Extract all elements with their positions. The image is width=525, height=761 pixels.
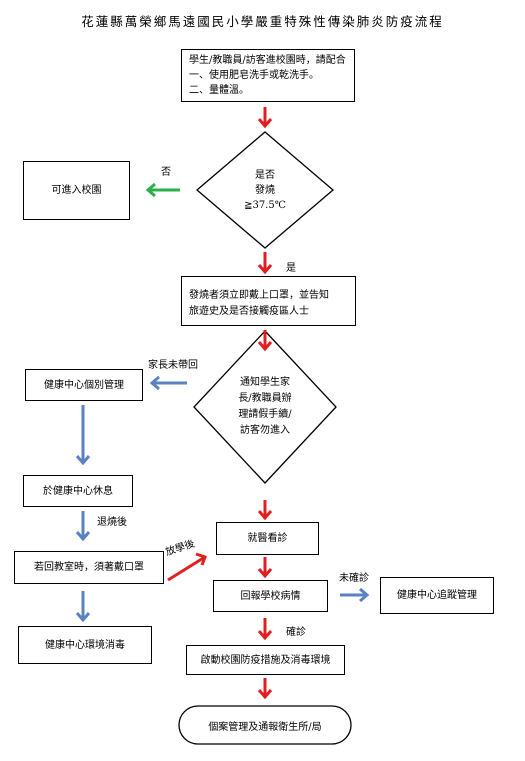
notify-line-2: 長/教職員辦 [238, 393, 292, 404]
entry-line-1: 學生/教職員/訪客進校園時，請配合 [189, 55, 346, 66]
mask-report-line-2: 旅遊史及是否接觸疫區人士 [189, 306, 309, 317]
entry-line-3: 二、量體溫。 [189, 85, 249, 96]
report-label: 回報學校病情 [240, 590, 301, 602]
notify-line-3: 理請假手續/ [238, 409, 292, 420]
blue-arrow-notify-to-manage [149, 375, 187, 391]
edge-label-parent-not-taken: 家長未帶回 [148, 360, 198, 371]
edge-label-not-confirmed: 未確診 [339, 573, 369, 584]
doctor-label: 就醫看診 [247, 533, 288, 544]
final-label: 個案管理及通報衛生所/局 [208, 721, 322, 733]
track-label: 健康中心追蹤管理 [397, 590, 477, 601]
fever-check-line-1: 是否 [255, 170, 275, 181]
page-title: 花蓮縣萬榮鄉馬遠國民小學嚴重特殊性傳染肺炎防疫流程 [81, 14, 444, 29]
red-arrow-mask-to-notify [257, 330, 273, 352]
report-box: 回報學校病情 [213, 580, 328, 612]
mask-class-label: 若回教室時，須著戴口罩 [34, 562, 144, 573]
health-manage-label: 健康中心個別管理 [44, 379, 124, 391]
blue-arrow-report-to-track [340, 587, 370, 603]
mask-report-line-1: 發燒者須立即戴上口罩，並告知 [189, 290, 329, 301]
edge-label-no: 否 [161, 167, 171, 178]
blue-arrow-mask-class-to-disinfect [75, 591, 91, 623]
blue-arrow-manage-to-rest [75, 405, 91, 466]
notify-line-4: 訪客勿進入 [240, 425, 290, 436]
red-arrow-activate-to-final [257, 678, 273, 700]
disinfect-box: 健康中心環境消毒 [18, 626, 152, 664]
red-arrow-notify-to-doctor [257, 500, 273, 521]
red-arrow-doctor-to-report [257, 557, 273, 579]
entry-line-2: 一、使用肥皂洗手或乾洗手。 [189, 70, 319, 81]
mask-class-box: 若回教室時，須著戴口罩 [14, 551, 164, 584]
red-arrow-check-to-mask [257, 252, 273, 275]
notify-line-1: 通知學生家 [240, 377, 290, 388]
fever-check-text: 是否 發燒 ≧37.5℃ [225, 168, 305, 213]
edge-label-fever-down: 退燒後 [97, 517, 127, 528]
red-arrow-entry-to-check [257, 107, 273, 129]
edge-label-confirmed: 確診 [286, 627, 306, 638]
blue-arrows [75, 375, 370, 623]
red-arrow-mask-class-to-doctor [167, 552, 207, 582]
notify-text: 通知學生家 長/教職員辦 理請假手續/ 訪客勿進入 [225, 375, 305, 439]
notify-diamond [193, 330, 337, 484]
disinfect-label: 健康中心環境消毒 [45, 639, 125, 651]
green-arrow-no-fever [145, 182, 180, 198]
fever-check-line-2: 發燒 [255, 185, 275, 196]
mask-report-box: 發燒者須立即戴上口罩，並告知 旅遊史及是否接觸疫區人士 [181, 276, 356, 326]
edge-label-yes: 是 [286, 263, 296, 274]
allow-entry-box: 可進入校園 [23, 161, 130, 220]
health-manage-box: 健康中心個別管理 [25, 369, 143, 401]
allow-entry-label: 可進入校園 [51, 185, 102, 196]
rest-box: 於健康中心休息 [23, 475, 133, 507]
final-terminal [178, 705, 352, 745]
fever-check-diamond [195, 131, 335, 249]
blue-arrow-rest-to-mask-class [75, 511, 91, 542]
activate-box: 啟動校園防疫措施及消毒環境 [186, 645, 345, 675]
track-box: 健康中心追蹤管理 [380, 577, 494, 614]
entry-box: 學生/教職員/訪客進校園時，請配合 一、使用肥皂洗手或乾洗手。 二、量體溫。 [181, 49, 355, 102]
fever-check-line-3: ≧37.5℃ [244, 200, 286, 211]
red-arrows [167, 107, 273, 700]
rest-label: 於健康中心休息 [43, 485, 113, 497]
doctor-box: 就醫看診 [216, 522, 319, 555]
final-label-wrap: 個案管理及通報衛生所/局 [179, 706, 351, 744]
activate-label: 啟動校園防疫措施及消毒環境 [200, 654, 331, 666]
red-arrow-report-to-activate [257, 618, 273, 641]
